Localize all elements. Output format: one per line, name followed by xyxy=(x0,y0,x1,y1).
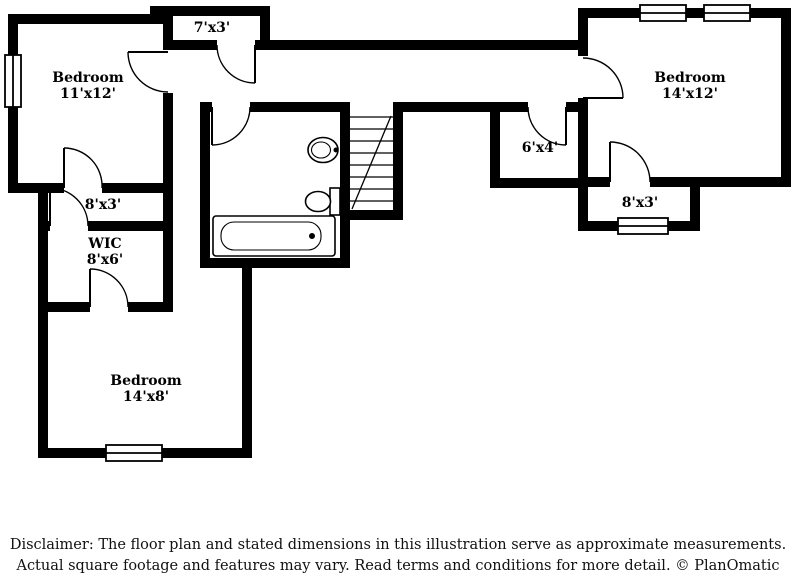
bathtub xyxy=(212,215,336,257)
window xyxy=(617,217,669,235)
room-label-closet-right-dims: 8'x3' xyxy=(622,195,658,211)
door xyxy=(89,268,129,308)
room-label-bedroom-right-name: Bedroom xyxy=(654,70,726,86)
disclaimer-line-1: Disclaimer: The floor plan and stated di… xyxy=(9,537,787,553)
room-label-hall-left-dims: 8'x3' xyxy=(85,197,121,213)
bathroom-fixtures xyxy=(212,136,341,257)
toilet xyxy=(304,187,341,216)
stairs-direction-line xyxy=(351,115,392,210)
room-label-bedroom-bottom-name: Bedroom xyxy=(110,373,182,389)
door xyxy=(216,44,256,84)
door xyxy=(609,141,651,183)
room-label-bedroom-bottom-dims: 14'x8' xyxy=(123,389,169,405)
room-labels: Bedroom 11'x12' 7'x3' Bedroom 14'x12' 6'… xyxy=(52,20,726,405)
door xyxy=(527,106,567,146)
door xyxy=(49,187,89,227)
room-label-wic-name: WIC xyxy=(87,236,121,252)
disclaimer-line-2: Actual square footage and features may v… xyxy=(16,558,780,574)
window xyxy=(4,54,22,108)
walls xyxy=(8,6,791,458)
staircase xyxy=(350,115,393,210)
doors xyxy=(49,44,651,308)
room-label-bedroom-top-left-dims: 11'x12' xyxy=(60,86,116,102)
room-label-closet-top-dims: 7'x3' xyxy=(194,20,230,36)
room-label-closet-6x4-dims: 6'x4' xyxy=(522,140,558,156)
room-label-bedroom-right-dims: 14'x12' xyxy=(662,86,718,102)
disclaimer: Disclaimer: The floor plan and stated di… xyxy=(0,535,796,577)
window xyxy=(105,444,163,462)
door xyxy=(211,106,251,146)
room-label-wic-dims: 8'x6' xyxy=(87,252,123,268)
windows xyxy=(4,4,751,462)
sink xyxy=(307,136,339,164)
room-label-bedroom-top-left-name: Bedroom xyxy=(52,70,124,86)
window xyxy=(703,4,751,22)
window xyxy=(639,4,687,22)
door xyxy=(63,147,103,189)
door xyxy=(582,57,624,99)
door xyxy=(127,51,169,93)
